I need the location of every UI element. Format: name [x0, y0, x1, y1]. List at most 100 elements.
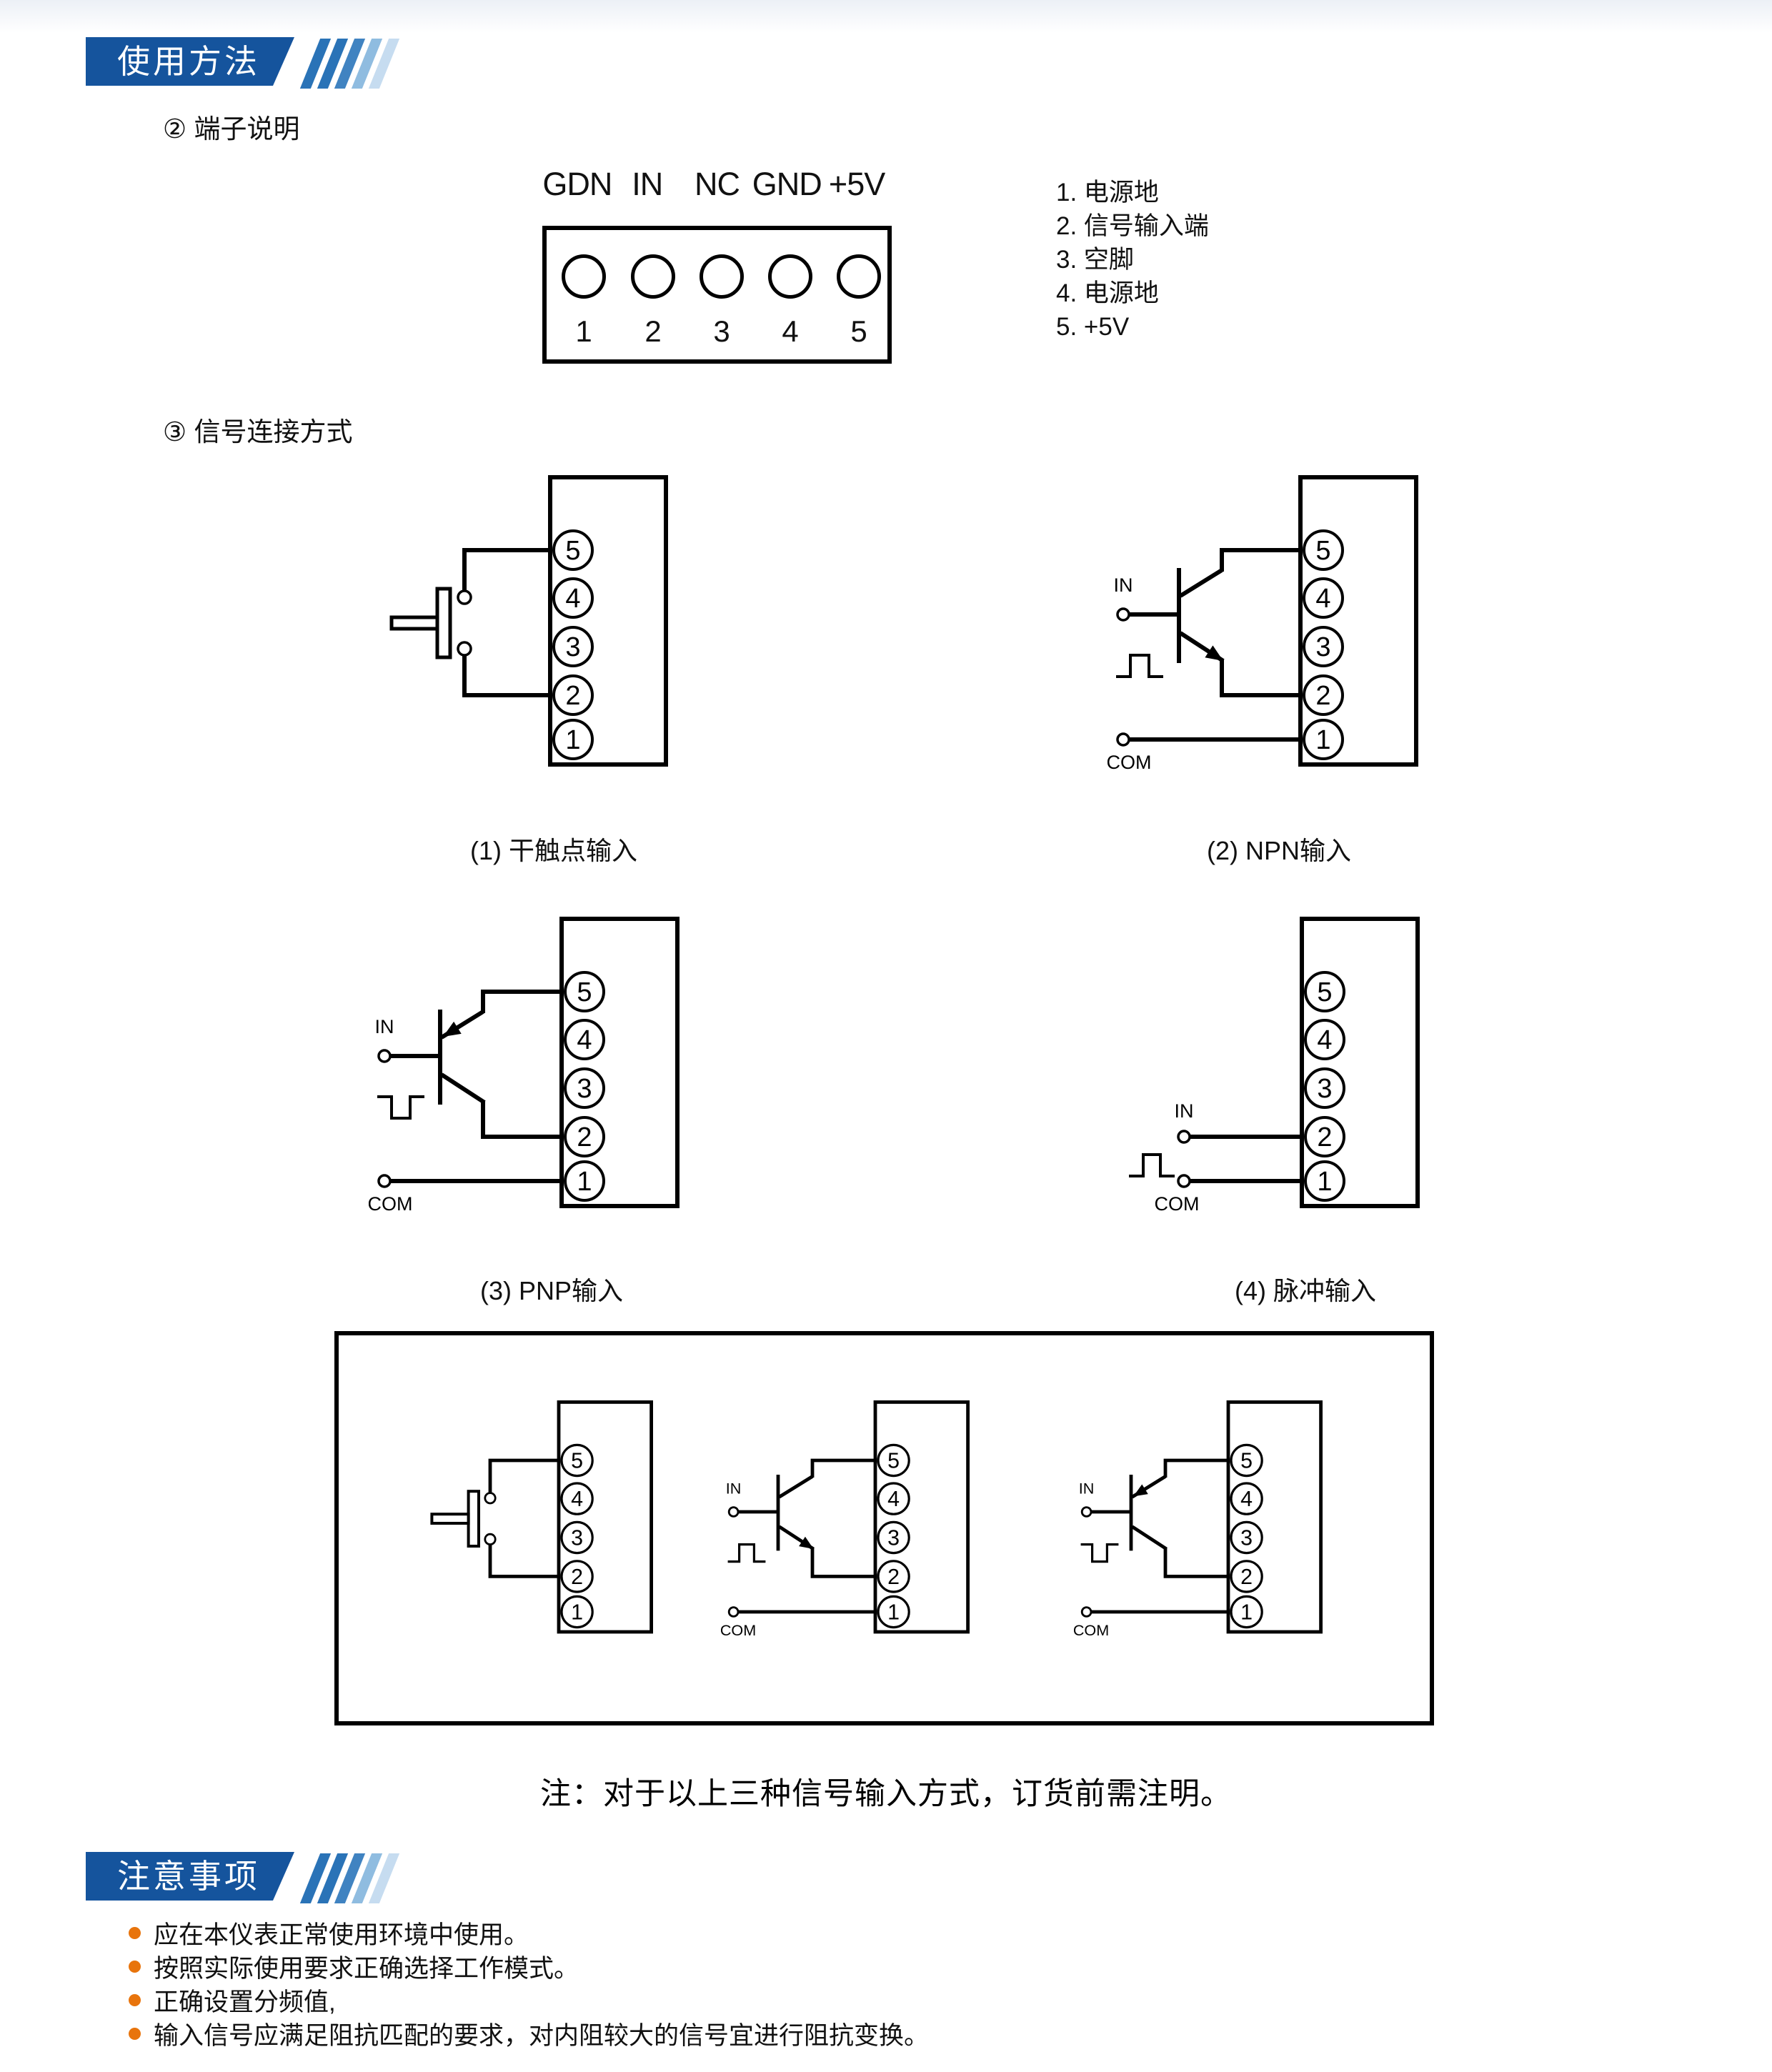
svg-text:3: 3 [1317, 1074, 1332, 1104]
notice-item-text: 正确设置分频值, [154, 1988, 336, 2016]
svg-text:1: 1 [577, 1167, 592, 1197]
usage-section-banner: 使用方法 [86, 37, 400, 89]
caption-dry-contact: (1) 干触点输入 [469, 836, 637, 865]
caption-pulse: (4) 脉冲输入 [1234, 1276, 1376, 1305]
legend-item: 5. +5V [1056, 313, 1130, 341]
svg-text:3: 3 [577, 1074, 592, 1104]
diagram-pnp-input: 5 4 3 2 1 IN COM [369, 917, 680, 1215]
svg-text:IN: IN [375, 1016, 394, 1037]
svg-text:5: 5 [577, 977, 592, 1007]
diagram-npn-input: 5 4 3 2 1 IN COM [1108, 475, 1418, 773]
svg-text:COM: COM [721, 1621, 756, 1639]
pin-label: NC [694, 166, 740, 202]
notice-list: 应在本仪表正常使用环境中使用。按照实际使用要求正确选择工作模式。正确设置分频值,… [129, 1916, 929, 2051]
bullet-dot-icon [129, 2028, 141, 2040]
svg-text:2: 2 [1315, 681, 1330, 711]
legend-item: 1. 电源地 [1056, 179, 1159, 206]
pin-label: GND [752, 166, 822, 202]
combined-diagram-pnp: 5 4 3 2 1 IN COM [1074, 1400, 1323, 1639]
terminal-number: 3 [713, 314, 730, 348]
svg-text:IN: IN [1114, 574, 1133, 596]
banner-stripes [299, 39, 400, 89]
caption-npn: (2) NPN输入 [1206, 836, 1351, 865]
svg-text:4: 4 [571, 1487, 583, 1511]
notice-item: 输入信号应满足阻抗匹配的要求，对内阻较大的信号宜进行阻抗变换。 [129, 2017, 929, 2051]
pin-label: GDN [542, 166, 612, 202]
terminal-number: 5 [850, 314, 867, 348]
svg-text:2: 2 [887, 1565, 900, 1589]
svg-text:COM: COM [369, 1193, 413, 1215]
terminal-hole [562, 254, 606, 299]
svg-text:1: 1 [1240, 1600, 1253, 1624]
notice-section-banner: 注意事项 [86, 1852, 400, 1903]
diagram-pulse-input: 5 4 3 2 1 IN COM [1129, 917, 1420, 1215]
svg-text:5: 5 [1240, 1448, 1253, 1473]
usage-banner-title: 使用方法 [86, 37, 294, 86]
svg-text:4: 4 [1315, 584, 1330, 614]
terminal-heading: ② 端子说明 [163, 114, 300, 144]
svg-text:3: 3 [1240, 1525, 1253, 1550]
svg-text:1: 1 [1315, 725, 1330, 755]
terminal-hole [631, 254, 675, 299]
order-note: 注：对于以上三种信号输入方式，订货前需注明。 [540, 1777, 1232, 1811]
terminal-block-figure: 1 2 3 4 5 [542, 226, 892, 364]
notice-item-text: 按照实际使用要求正确选择工作模式。 [154, 1955, 579, 1983]
pin-label: IN [632, 166, 663, 202]
svg-text:4: 4 [887, 1487, 900, 1511]
svg-text:3: 3 [565, 632, 580, 662]
svg-text:1: 1 [887, 1600, 900, 1624]
signal-heading: ③ 信号连接方式 [163, 417, 353, 447]
caption-pnp: (3) PNP输入 [479, 1276, 624, 1305]
svg-text:5: 5 [565, 536, 580, 566]
svg-text:5: 5 [887, 1448, 900, 1473]
svg-text:2: 2 [571, 1565, 583, 1589]
svg-text:COM: COM [1108, 752, 1152, 773]
svg-text:5: 5 [1315, 536, 1330, 566]
svg-text:4: 4 [1317, 1025, 1332, 1055]
svg-text:3: 3 [1315, 632, 1330, 662]
terminal-hole [768, 254, 812, 299]
notice-item: 应在本仪表正常使用环境中使用。 [129, 1916, 929, 1950]
terminal-number: 1 [575, 314, 592, 348]
svg-text:3: 3 [887, 1525, 900, 1550]
svg-text:4: 4 [1240, 1487, 1253, 1511]
svg-text:1: 1 [571, 1600, 583, 1624]
notice-banner-title: 注意事项 [86, 1852, 294, 1901]
combined-diagram-dry-contact: 5 4 3 2 1 [430, 1400, 653, 1634]
svg-text:4: 4 [577, 1025, 592, 1055]
terminal-number: 2 [644, 314, 662, 348]
svg-text:IN: IN [726, 1479, 742, 1497]
legend-item: 4. 电源地 [1056, 279, 1159, 307]
svg-text:COM: COM [1155, 1193, 1200, 1215]
pin-label: +5V [828, 166, 885, 202]
svg-text:3: 3 [571, 1525, 583, 1550]
svg-text:2: 2 [1317, 1122, 1332, 1152]
svg-text:COM: COM [1074, 1621, 1109, 1639]
terminal-pin-labels: GDN IN NC GND+5V [542, 166, 892, 203]
legend-item: 3. 空脚 [1056, 246, 1134, 274]
terminal-hole [700, 254, 744, 299]
combined-diagram-npn: 5 4 3 2 1 IN COM [721, 1400, 970, 1639]
notice-item: 按照实际使用要求正确选择工作模式。 [129, 1950, 929, 1983]
notice-item: 正确设置分频值, [129, 1983, 929, 2017]
bullet-dot-icon [129, 1927, 141, 1939]
legend-item: 2. 信号输入端 [1056, 212, 1209, 240]
svg-text:5: 5 [1317, 977, 1332, 1007]
svg-text:5: 5 [571, 1448, 583, 1473]
bullet-dot-icon [129, 1994, 141, 2006]
top-gradient-band [0, 0, 1772, 33]
terminal-hole [837, 254, 881, 299]
svg-text:2: 2 [577, 1122, 592, 1152]
svg-text:IN: IN [1079, 1479, 1095, 1497]
banner-stripes [299, 1853, 400, 1903]
bullet-dot-icon [129, 1961, 141, 1973]
svg-text:IN: IN [1175, 1100, 1194, 1122]
svg-text:2: 2 [1240, 1565, 1253, 1589]
svg-text:2: 2 [565, 681, 580, 711]
svg-text:1: 1 [1317, 1167, 1332, 1197]
terminal-legend: 1. 电源地 2. 信号输入端 3. 空脚 4. 电源地 5. +5V [1056, 176, 1209, 344]
notice-item-text: 输入信号应满足阻抗匹配的要求，对内阻较大的信号宜进行阻抗变换。 [154, 2022, 930, 2050]
terminal-number: 4 [782, 314, 799, 348]
